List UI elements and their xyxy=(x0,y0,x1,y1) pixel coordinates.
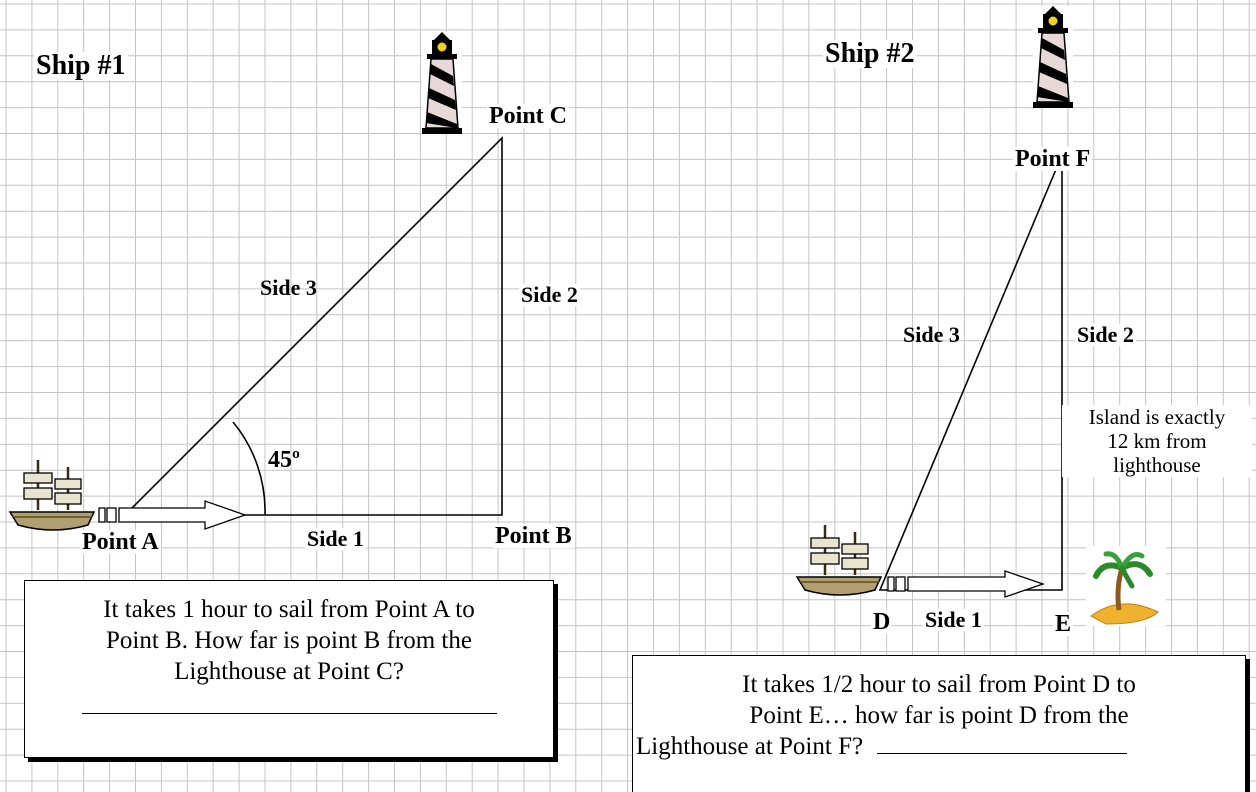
ship2-side3-label: Side 3 xyxy=(903,322,960,347)
palm-island-icon xyxy=(1086,546,1166,626)
arrow-icon xyxy=(98,500,247,530)
ship2-side1-label: Side 1 xyxy=(923,607,984,632)
point-e-label: E xyxy=(1053,611,1074,637)
point-a-label: Point A xyxy=(80,529,161,555)
sailing-ship-icon xyxy=(8,460,96,531)
ship2-question-box: It takes 1/2 hour to sail from Point D t… xyxy=(632,655,1246,792)
ship2-answer-blank[interactable] xyxy=(877,731,1128,754)
triangle-abc xyxy=(123,136,503,516)
ship1-answer-blank[interactable] xyxy=(81,687,497,714)
lighthouse-icon xyxy=(1033,6,1073,108)
angle-arc xyxy=(232,421,266,516)
island-note: Island is exactly 12 km from lighthouse xyxy=(1062,405,1252,477)
point-b-label: Point B xyxy=(493,523,574,549)
point-d-label: D xyxy=(871,609,893,635)
triangle-def xyxy=(878,154,1063,591)
island-note-line1: Island is exactly xyxy=(1088,405,1226,429)
ship1-side1-label: Side 1 xyxy=(305,526,366,551)
point-f-label: Point F xyxy=(1013,146,1093,172)
ship2-question-line3: Lighthouse at Point F? xyxy=(636,733,864,760)
arrow-icon xyxy=(887,570,1046,598)
lighthouse-icon xyxy=(422,32,462,134)
ship2-question-line1: It takes 1/2 hour to sail from Point D t… xyxy=(742,671,1136,698)
ship1-question-line1: It takes 1 hour to sail from Point A to xyxy=(103,596,475,623)
ship2-title: Ship #2 xyxy=(823,38,917,69)
ship1-title: Ship #1 xyxy=(34,50,128,81)
ship2-side2-label: Side 2 xyxy=(1075,322,1136,347)
ship1-question-line3: Lighthouse at Point C? xyxy=(174,658,404,685)
point-c-label: Point C xyxy=(487,103,569,129)
island-note-line2: 12 km from xyxy=(1107,429,1207,453)
sailing-ship-icon xyxy=(795,525,883,596)
ship1-side2-label: Side 2 xyxy=(519,282,580,307)
island-note-line3: lighthouse xyxy=(1113,453,1201,477)
ship2-question-line2: Point E… how far is point D from the xyxy=(749,702,1129,729)
ship1-question-box: It takes 1 hour to sail from Point A to … xyxy=(24,580,554,758)
angle-label: 45º xyxy=(268,447,300,473)
ship1-side3-label: Side 3 xyxy=(260,275,317,300)
ship1-question-line2: Point B. How far is point B from the xyxy=(106,627,472,654)
